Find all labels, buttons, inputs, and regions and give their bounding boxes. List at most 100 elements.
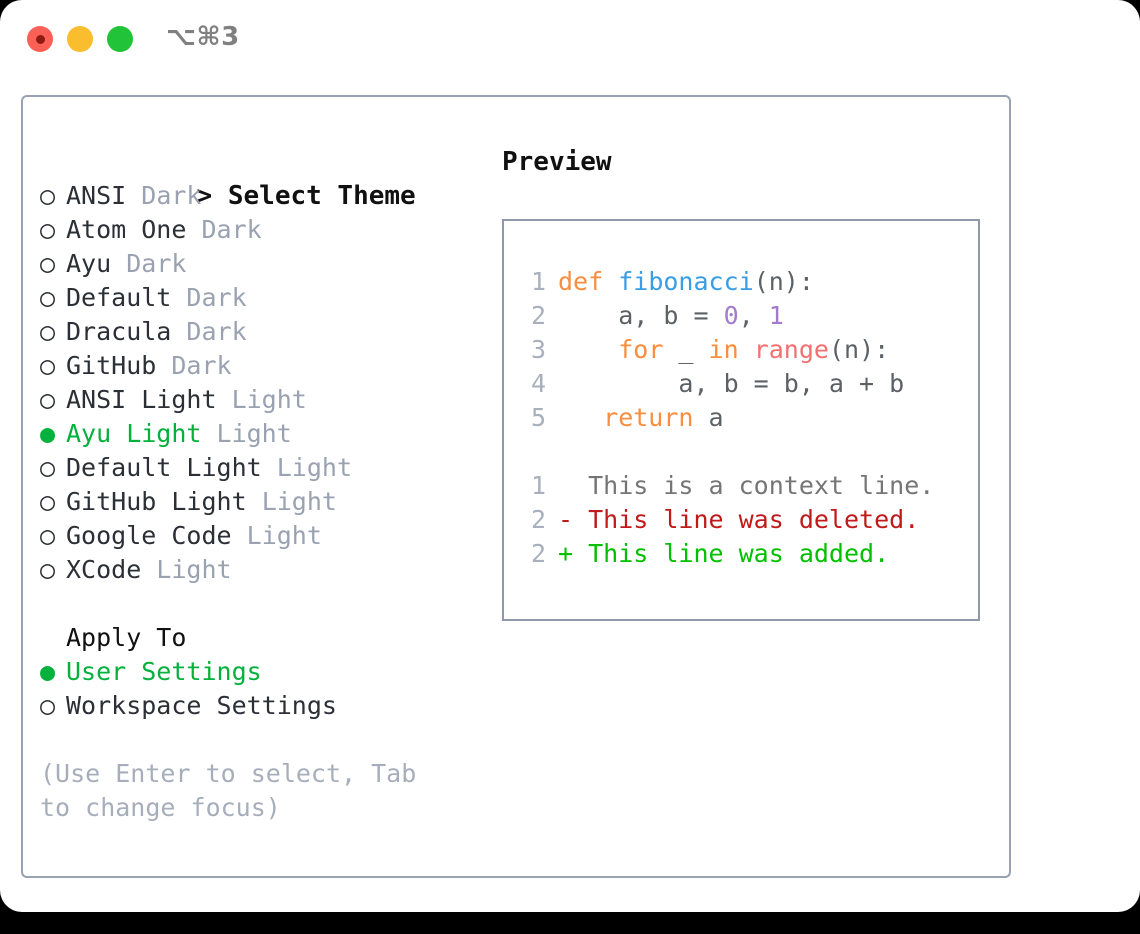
radio-unselected-icon: ○ — [40, 521, 56, 550]
code-token — [603, 267, 618, 296]
radio-unselected-icon: ○ — [40, 453, 56, 482]
radio-unselected-icon: ○ — [40, 181, 56, 210]
diff-line: 2+ This line was added. — [522, 537, 934, 571]
theme-list-item[interactable]: ○ ANSI Light Light — [40, 383, 490, 417]
theme-variant-tag: Light — [216, 419, 292, 448]
theme-list-item[interactable]: ○ Ayu Dark — [40, 247, 490, 281]
theme-name-label: ANSI Light — [66, 385, 217, 414]
theme-name-label: Ayu Light — [66, 419, 202, 448]
theme-list-item[interactable]: ○ Atom One Dark — [40, 213, 490, 247]
code-token — [739, 335, 754, 364]
maximize-window-button[interactable] — [107, 26, 133, 52]
minimize-window-button[interactable] — [67, 26, 93, 52]
code-token — [558, 335, 618, 364]
theme-list-item[interactable]: ○ Google Code Light — [40, 519, 490, 553]
line-number: 1 — [530, 267, 546, 296]
radio-selected-icon: ● — [40, 419, 56, 448]
line-number: 2 — [530, 505, 546, 534]
radio-unselected-icon: ○ — [40, 487, 56, 516]
theme-variant-tag: Light — [231, 385, 307, 414]
theme-variant-tag: Light — [156, 555, 232, 584]
apply-to-item[interactable]: ○ Workspace Settings — [40, 689, 490, 723]
theme-list-item[interactable]: ○ Default Light Light — [40, 451, 490, 485]
code-token: in — [708, 335, 739, 364]
apply-to-list[interactable]: ●User Settings○ Workspace Settings — [40, 655, 490, 723]
code-token: a, b = — [558, 301, 724, 330]
theme-list-item[interactable]: ○ ANSI Dark — [40, 179, 490, 213]
main-panel: > Select Theme ○ANSI Dark○Atom One Dark○… — [21, 95, 1011, 878]
code-token: def — [558, 267, 604, 296]
radio-unselected-icon: ○ — [40, 691, 56, 720]
diff-sign — [558, 471, 573, 500]
theme-list-item[interactable]: ● Ayu Light Light — [40, 417, 490, 451]
theme-variant-tag: Dark — [201, 215, 262, 244]
code-line: 5 return a — [522, 401, 934, 435]
line-number: 1 — [530, 471, 546, 500]
theme-list-item[interactable]: ○GitHub Dark — [40, 349, 490, 383]
apply-to-item[interactable]: ●User Settings — [40, 655, 490, 689]
diff-sign: + — [558, 539, 574, 568]
list-spacer — [40, 587, 490, 621]
theme-list-item[interactable]: ○ Dracula Dark — [40, 315, 490, 349]
select-theme-title: Select Theme — [227, 181, 416, 211]
theme-name-label: Dracula — [66, 317, 172, 346]
radio-unselected-icon: ○ — [40, 283, 56, 312]
theme-list-item[interactable]: ○ XCode Light — [40, 553, 490, 587]
theme-variant-tag: Dark — [186, 317, 247, 346]
code-token: range — [753, 335, 829, 364]
diff-line: 2- This line was deleted. — [522, 503, 934, 537]
keyboard-hint-text: (Use Enter to select, Tab to change focu… — [40, 759, 417, 822]
theme-selection-column: > Select Theme ○ANSI Dark○Atom One Dark○… — [40, 145, 490, 825]
traffic-light-buttons — [27, 26, 133, 52]
selection-caret-icon: > — [196, 181, 213, 211]
title-bar: ⌥⌘3 — [0, 0, 1140, 78]
close-window-button[interactable] — [27, 26, 53, 52]
theme-name-label: GitHub Light — [66, 487, 247, 516]
apply-to-label: Workspace Settings — [66, 691, 337, 720]
line-number: 2 — [530, 301, 546, 330]
code-line: 2 a, b = 0, 1 — [522, 299, 934, 333]
theme-name-label: XCode — [66, 555, 142, 584]
code-token: 1 — [768, 301, 784, 330]
theme-name-label: Default — [66, 283, 172, 312]
code-token: return — [603, 403, 694, 432]
theme-name-label: Atom One — [66, 215, 187, 244]
diff-text: This is a context line. — [573, 471, 935, 500]
theme-list[interactable]: ○ ANSI Dark ○ Atom One Dark ○ Ayu Dark ○ Defaul… — [40, 179, 490, 587]
code-line: 4 a, b = b, a + b — [522, 367, 934, 401]
select-theme-heading: > Select Theme — [40, 145, 490, 211]
apply-to-heading: Apply To — [66, 623, 187, 652]
preview-heading: Preview — [502, 147, 612, 177]
theme-variant-tag: Light — [276, 453, 352, 482]
theme-name-label: ANSI — [66, 181, 127, 210]
theme-variant-tag: Light — [246, 521, 322, 550]
code-token — [558, 403, 603, 432]
diff-text: This line was deleted. — [573, 505, 920, 534]
code-token: (n): — [753, 267, 814, 296]
line-number: 4 — [530, 369, 546, 398]
radio-unselected-icon: ○ — [40, 351, 56, 380]
theme-variant-tag: Dark — [126, 249, 187, 278]
theme-name-label: GitHub — [66, 351, 157, 380]
theme-variant-tag: Light — [261, 487, 337, 516]
theme-name-label: Google Code — [66, 521, 232, 550]
theme-list-item[interactable]: ○ GitHub Light Light — [40, 485, 490, 519]
radio-unselected-icon: ○ — [40, 215, 56, 244]
keyboard-shortcut-label: ⌥⌘3 — [166, 22, 240, 52]
line-number: 2 — [530, 539, 546, 568]
diff-sign: - — [558, 505, 574, 534]
code-diff-separator — [522, 435, 934, 469]
theme-name-label: Ayu — [66, 249, 112, 278]
diff-line: 1 This is a context line. — [522, 469, 934, 503]
theme-variant-tag: Dark — [141, 181, 202, 210]
code-line: 3 for _ in range(n): — [522, 333, 934, 367]
theme-name-label: Default Light — [66, 453, 262, 482]
radio-unselected-icon: ○ — [40, 555, 56, 584]
radio-unselected-icon: ○ — [40, 385, 56, 414]
radio-unselected-icon: ○ — [40, 317, 56, 346]
theme-list-item[interactable]: ○ Default Dark — [40, 281, 490, 315]
radio-unselected-icon: ○ — [40, 249, 56, 278]
theme-variant-tag: Dark — [186, 283, 247, 312]
